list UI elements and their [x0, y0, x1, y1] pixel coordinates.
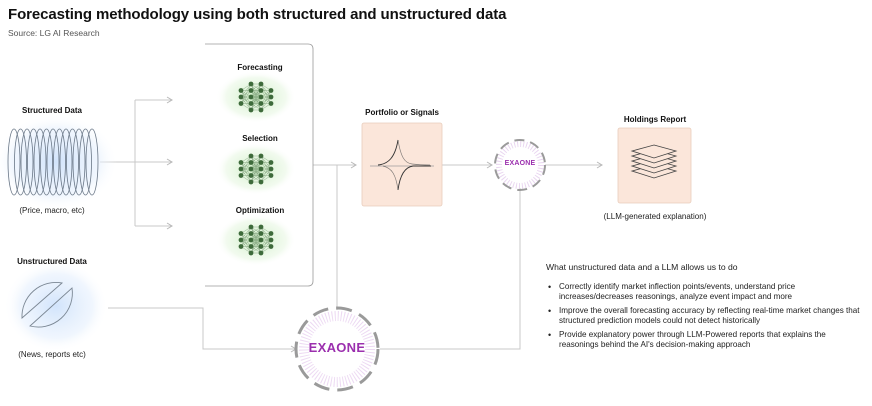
forecasting-label: Forecasting — [237, 63, 283, 72]
exaone-small-label: EXAONE — [504, 160, 536, 167]
flow-lines — [100, 96, 603, 353]
exaone-small-node — [494, 139, 546, 191]
coil-icon — [7, 128, 99, 196]
structured-data-caption: (Price, macro, etc) — [19, 206, 85, 215]
holdings-report-caption: (LLM-generated explanation) — [603, 212, 707, 221]
document-disk-icon — [21, 282, 73, 328]
holdings-report-title: Holdings Report — [623, 115, 687, 124]
signals-icon — [361, 122, 443, 207]
unstructured-data-title: Unstructured Data — [17, 257, 87, 266]
source-note: Source: LG AI Research — [8, 28, 100, 38]
models-panel — [205, 43, 314, 287]
neural-net-optimization — [216, 214, 296, 266]
benefit-item: Correctly identify market inflection poi… — [547, 282, 867, 302]
neural-net-forecasting — [216, 71, 296, 123]
exaone-large-node — [294, 306, 380, 392]
optimization-label: Optimization — [235, 206, 285, 215]
unstructured-glow — [4, 260, 108, 352]
exaone-large-label: EXAONE — [308, 340, 366, 355]
holdings-report-icon — [617, 127, 692, 204]
benefits-list: Correctly identify market inflection poi… — [547, 282, 867, 354]
selection-label: Selection — [242, 134, 278, 143]
neural-net-selection — [216, 143, 296, 195]
benefit-item: Improve the overall forecasting accuracy… — [547, 306, 867, 326]
benefit-item: Provide explanatory power through LLM-Po… — [547, 330, 867, 350]
page-title: Forecasting methodology using both struc… — [8, 6, 507, 23]
unstructured-data-caption: (News, reports etc) — [18, 350, 86, 359]
structured-data-title: Structured Data — [21, 106, 82, 115]
portfolio-signals-title: Portfolio or Signals — [365, 108, 439, 117]
benefits-heading: What unstructured data and a LLM allows … — [546, 262, 738, 272]
